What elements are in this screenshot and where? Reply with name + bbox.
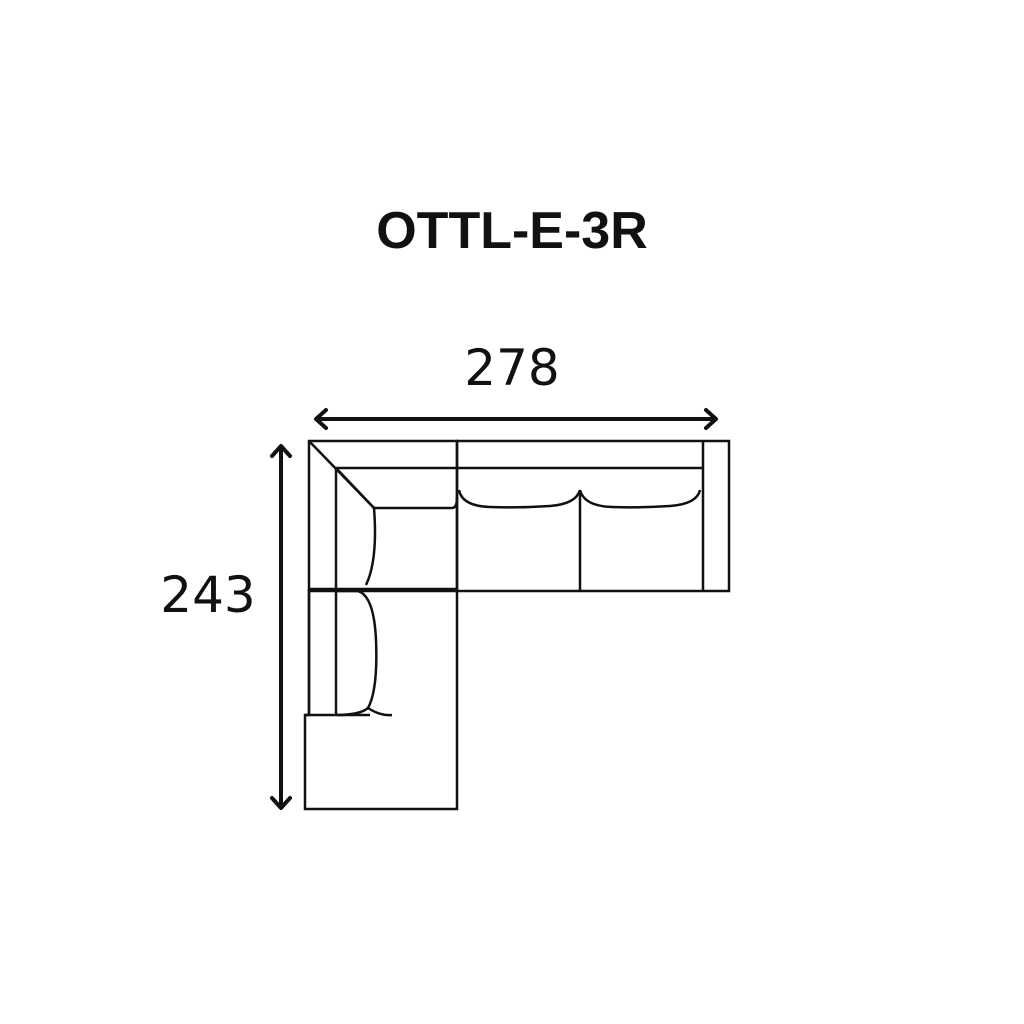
chaise-module (303, 589, 459, 811)
model-title: OTTL-E-3R (376, 202, 648, 260)
height-dimension-label: 243 (160, 566, 256, 624)
height-dimension-arrow (270, 444, 292, 810)
corner-module (307, 439, 459, 591)
width-dimension-arrow (314, 408, 718, 430)
width-dimension-label: 278 (464, 339, 560, 397)
straight-module (455, 439, 731, 593)
